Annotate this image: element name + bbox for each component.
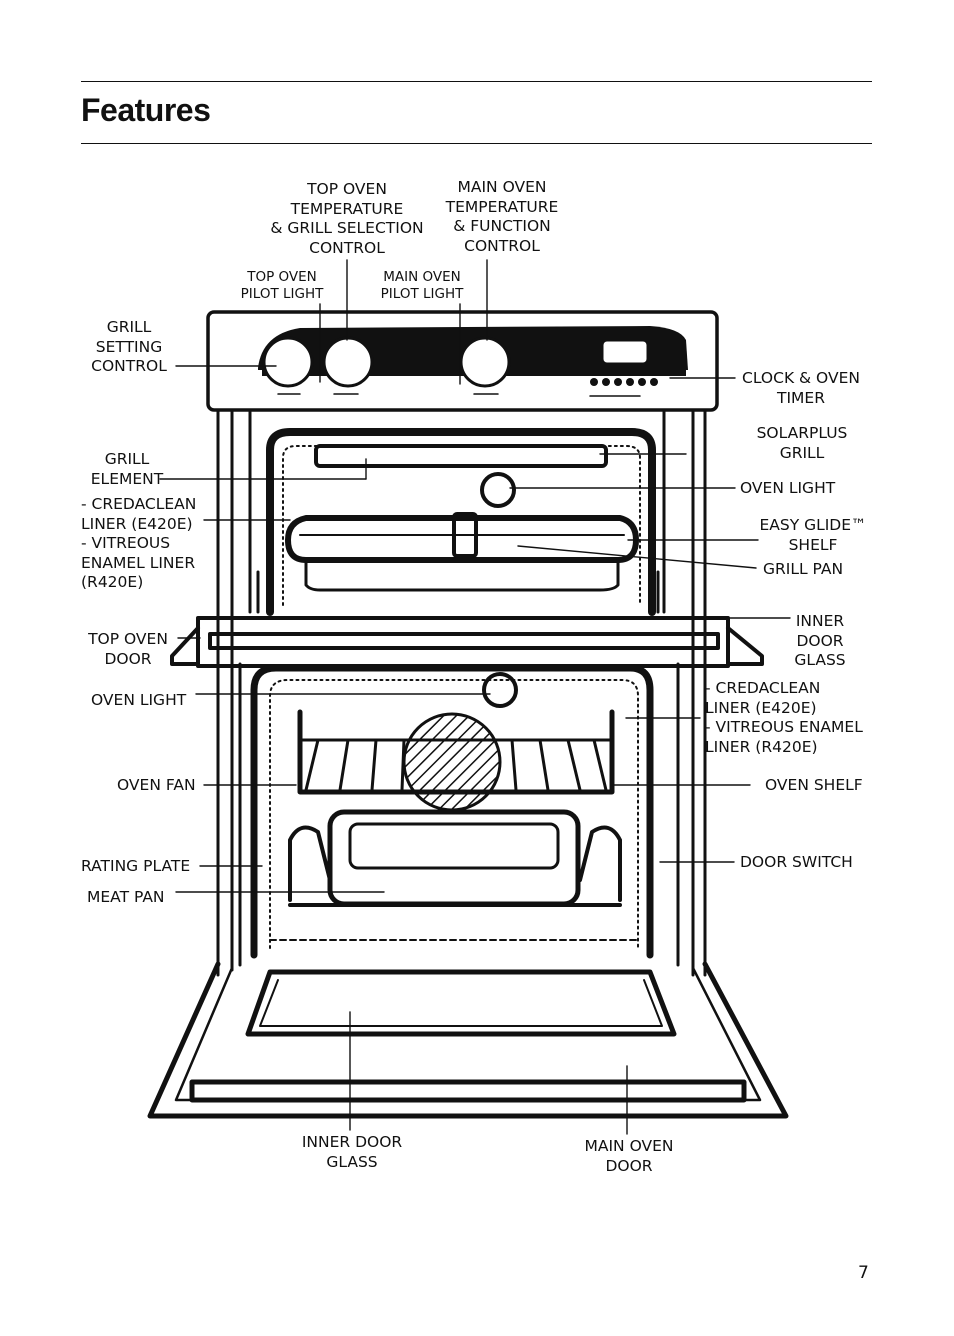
label-liner-right: - CREDACLEAN LINER (E420E) - VITREOUS EN… bbox=[705, 679, 863, 756]
label-liner-left: - CREDACLEAN LINER (E420E) - VITREOUS EN… bbox=[81, 495, 197, 592]
label-grill-element: GRILL ELEMENT bbox=[90, 450, 164, 488]
top-oven-door bbox=[170, 616, 764, 668]
label-meat-pan: MEAT PAN bbox=[87, 888, 165, 906]
cabinet bbox=[216, 408, 707, 977]
label-oven-light-top: OVEN LIGHT bbox=[740, 479, 836, 497]
main-oven-cavity bbox=[250, 664, 654, 959]
page-number: 7 bbox=[858, 1263, 869, 1283]
leader-lines bbox=[159, 259, 791, 1135]
label-oven-light-main: OVEN LIGHT bbox=[91, 691, 187, 709]
page-title: Features bbox=[81, 92, 211, 128]
label-clock-oven-timer: CLOCK & OVEN TIMER bbox=[742, 369, 860, 407]
label-oven-fan: OVEN FAN bbox=[117, 776, 196, 794]
label-rating-plate: RATING PLATE bbox=[81, 857, 191, 875]
top-rule bbox=[81, 81, 872, 82]
title-underline bbox=[81, 143, 872, 144]
main-oven-door bbox=[147, 961, 789, 1119]
label-main-oven-temp-control: MAIN OVEN TEMPERATURE & FUNCTION CONTROL bbox=[445, 178, 559, 255]
label-top-oven-pilot-light: TOP OVEN PILOT LIGHT bbox=[240, 269, 324, 302]
label-grill-pan: GRILL PAN bbox=[763, 560, 844, 578]
control-panel bbox=[206, 310, 719, 412]
label-easy-glide-shelf: EASY GLIDE™ SHELF bbox=[759, 516, 867, 554]
label-grill-setting-control: GRILL SETTING CONTROL bbox=[91, 318, 167, 376]
label-top-oven-temp-control: TOP OVEN TEMPERATURE & GRILL SELECTION C… bbox=[270, 180, 424, 257]
label-solarplus-grill: SOLARPLUS GRILL bbox=[756, 424, 848, 462]
label-main-oven-door: MAIN OVEN DOOR bbox=[584, 1137, 674, 1175]
top-oven-cavity bbox=[256, 428, 660, 616]
label-inner-door-glass-bottom: INNER DOOR GLASS bbox=[301, 1133, 403, 1171]
label-inner-door-glass-top: INNER DOOR GLASS bbox=[794, 612, 846, 670]
label-oven-shelf: OVEN SHELF bbox=[765, 776, 863, 794]
label-top-oven-door: TOP OVEN DOOR bbox=[88, 630, 168, 668]
label-main-oven-pilot-light: MAIN OVEN PILOT LIGHT bbox=[380, 269, 464, 302]
label-door-switch: DOOR SWITCH bbox=[740, 853, 853, 871]
